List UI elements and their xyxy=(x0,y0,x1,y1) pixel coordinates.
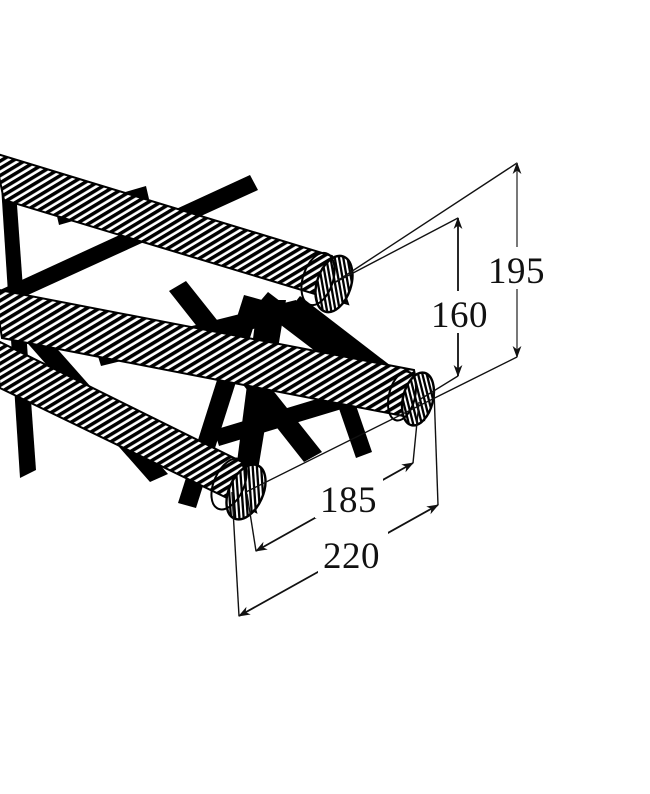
extension-line-160-bottom xyxy=(418,375,459,401)
brace-far-upper-diagonal xyxy=(0,175,258,305)
label-mask-220 xyxy=(318,532,388,574)
extension-line-160-top xyxy=(333,217,459,284)
dimension-label-185: 185 xyxy=(320,480,377,521)
dimension-label-220: 220 xyxy=(323,536,380,577)
extension-line-220-left xyxy=(231,491,240,617)
middle-chord-tube xyxy=(0,289,436,427)
dimension-label-160: 160 xyxy=(431,295,488,336)
bottom-chord-cap-ring xyxy=(210,457,248,511)
label-mask-185 xyxy=(315,476,383,518)
dimension-label-195: 195 xyxy=(488,251,545,292)
extension-line-220-right xyxy=(433,389,439,506)
top-chord-body xyxy=(0,153,350,306)
top-chord-cap-ring xyxy=(300,251,336,307)
extension-line-185-right xyxy=(412,401,420,464)
dimension-labels: 195 160 185 220 xyxy=(315,247,548,577)
top-chord-tube xyxy=(0,153,354,314)
extension-line-195-top xyxy=(333,162,518,284)
label-mask-160 xyxy=(426,291,492,333)
middle-chord-cap-ring xyxy=(387,370,417,422)
label-mask-195 xyxy=(482,247,548,289)
truss-assembly xyxy=(0,153,436,521)
